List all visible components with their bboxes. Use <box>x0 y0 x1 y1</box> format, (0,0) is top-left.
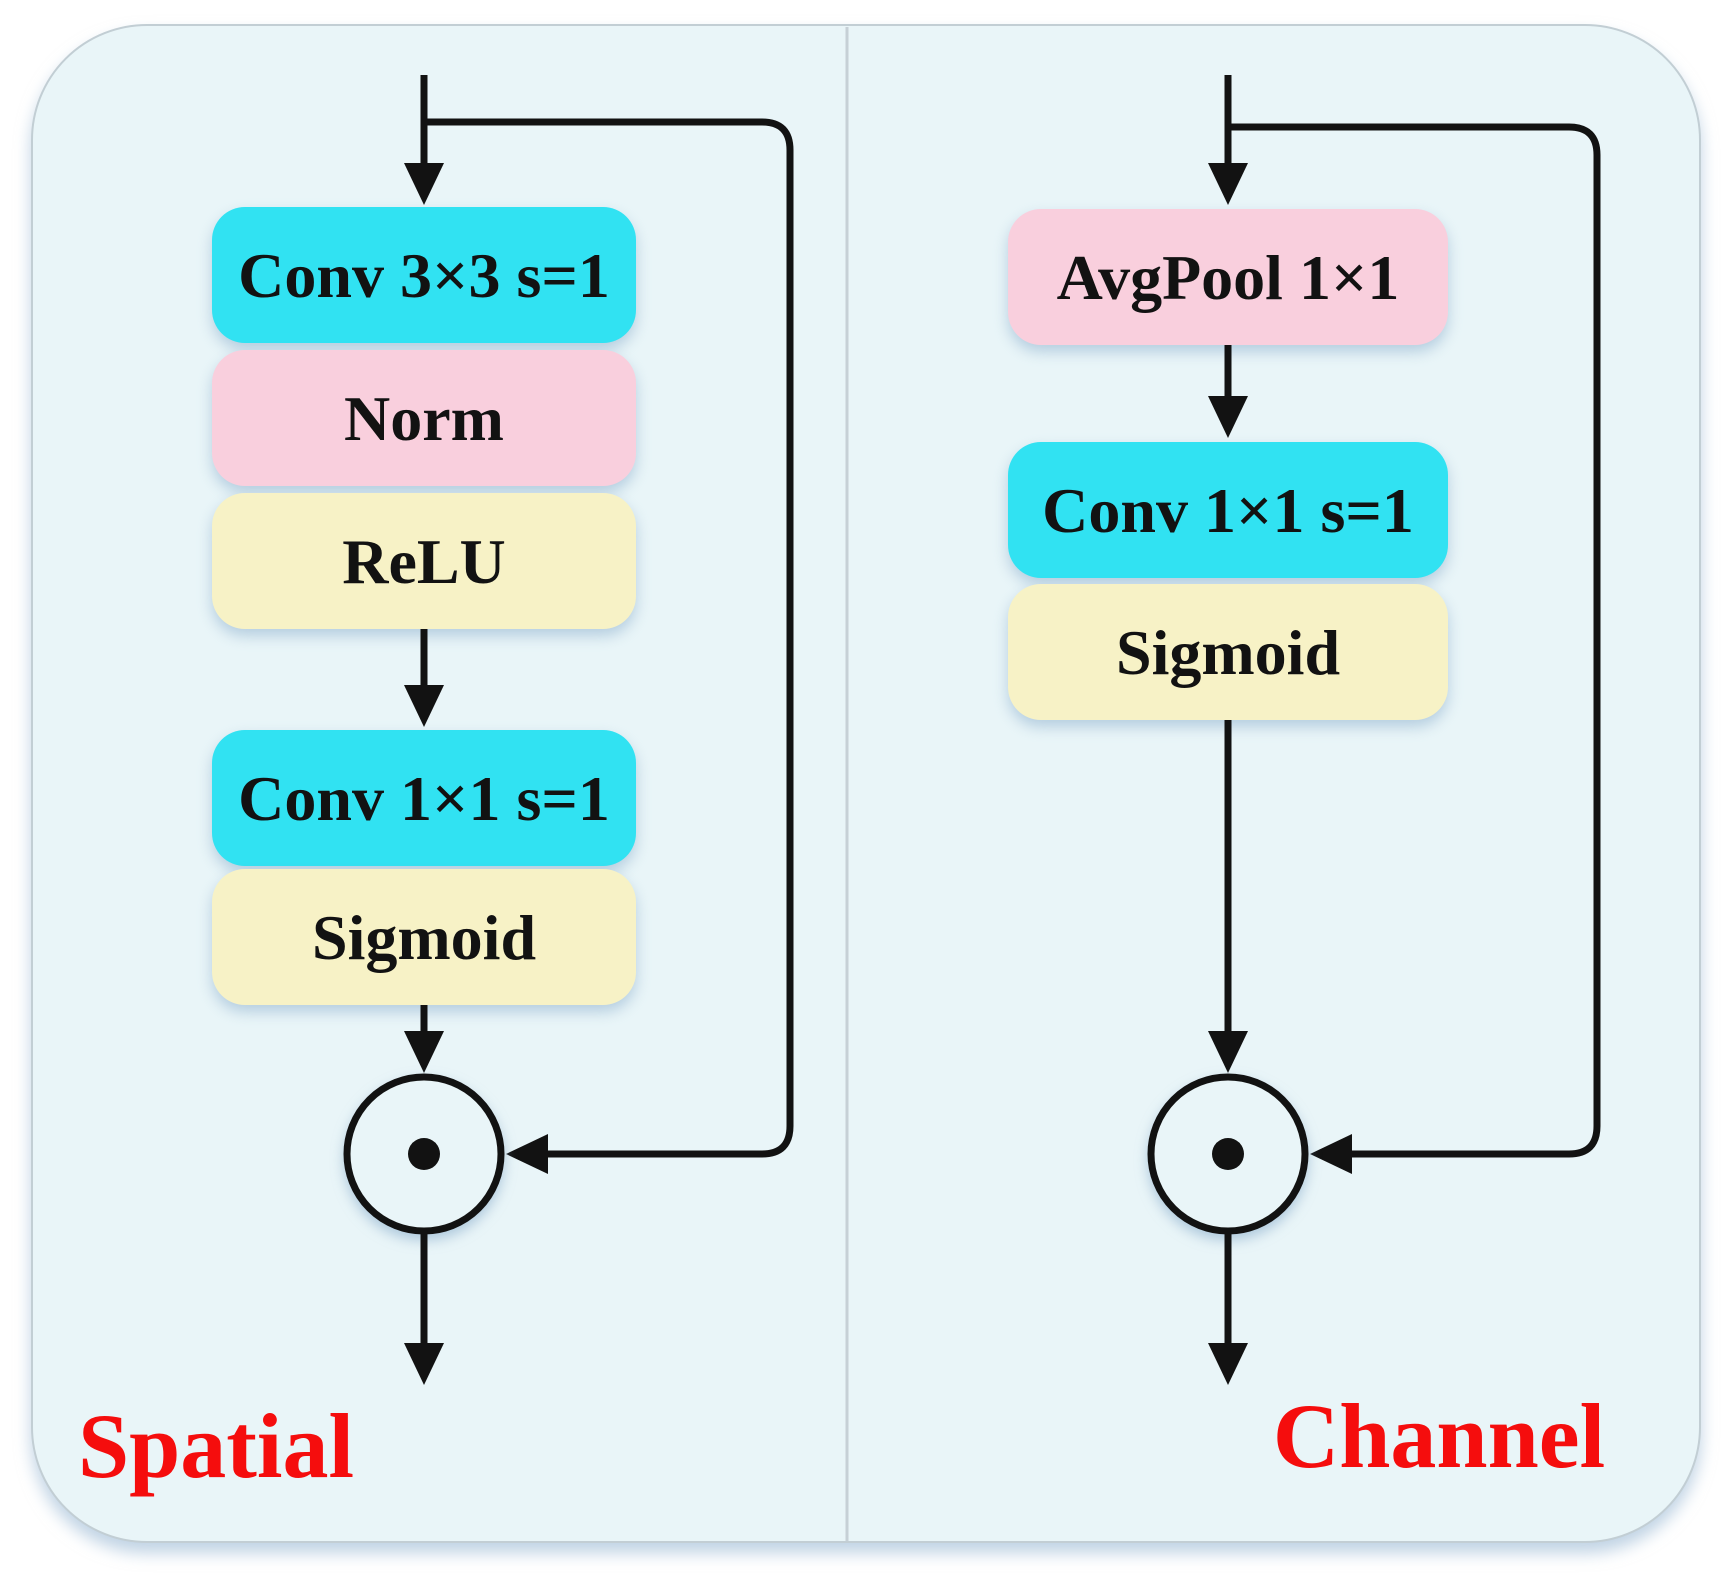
spatial-norm-label: Norm <box>344 383 504 454</box>
spatial-panel: Conv 3×3 s=1 Norm ReLU Conv 1×1 s=1 Sigm… <box>78 75 794 1497</box>
spatial-conv1x1-block: Conv 1×1 s=1 <box>212 730 636 866</box>
channel-skip-arrowhead-icon <box>1310 1134 1352 1174</box>
channel-output-arrowhead-icon <box>1208 1343 1248 1385</box>
spatial-norm-block: Norm <box>212 350 636 486</box>
channel-avgpool-label: AvgPool 1×1 <box>1057 242 1400 313</box>
spatial-mid-arrowhead-icon <box>404 685 444 727</box>
spatial-norm-box <box>212 350 636 486</box>
spatial-conv1x1-box <box>212 730 636 866</box>
channel-conv1x1-label: Conv 1×1 s=1 <box>1042 475 1414 546</box>
channel-to-mult-arrowhead-icon <box>1208 1031 1248 1073</box>
spatial-relu-box <box>212 493 636 629</box>
spatial-sigmoid-label: Sigmoid <box>312 902 536 973</box>
spatial-panel-label: Spatial <box>78 1395 354 1497</box>
spatial-sigmoid-block: Sigmoid <box>212 869 636 1005</box>
channel-sigmoid-block: Sigmoid <box>1008 584 1448 720</box>
spatial-conv3x3-box <box>212 207 636 343</box>
spatial-conv3x3-label: Conv 3×3 s=1 <box>238 240 610 311</box>
spatial-relu-block: ReLU <box>212 493 636 629</box>
spatial-multiply-dot-icon <box>408 1138 440 1170</box>
channel-conv1x1-block: Conv 1×1 s=1 <box>1008 442 1448 578</box>
spatial-conv1x1-label: Conv 1×1 s=1 <box>238 763 610 834</box>
channel-avgpool-block: AvgPool 1×1 <box>1008 209 1448 345</box>
channel-panel: AvgPool 1×1 Conv 1×1 s=1 Sigmoid Channel <box>1008 75 1605 1487</box>
channel-avgpool-box <box>1008 209 1448 345</box>
spatial-input-arrowhead-icon <box>404 163 444 205</box>
channel-multiply-dot-icon <box>1212 1138 1244 1170</box>
spatial-conv3x3-block: Conv 3×3 s=1 <box>212 207 636 343</box>
channel-panel-label: Channel <box>1273 1385 1605 1487</box>
channel-sigmoid-box <box>1008 584 1448 720</box>
channel-mid-arrowhead-icon <box>1208 396 1248 438</box>
spatial-skip-arrowhead-icon <box>506 1134 548 1174</box>
channel-skip-connection-path <box>1228 123 1601 1158</box>
spatial-to-mult-arrowhead-icon <box>404 1031 444 1073</box>
spatial-relu-label: ReLU <box>342 526 506 597</box>
spatial-skip-connection-path <box>424 118 794 1158</box>
spatial-sigmoid-box <box>212 869 636 1005</box>
channel-sigmoid-label: Sigmoid <box>1116 617 1340 688</box>
spatial-output-arrowhead-icon <box>404 1343 444 1385</box>
channel-conv1x1-box <box>1008 442 1448 578</box>
channel-input-arrowhead-icon <box>1208 163 1248 205</box>
